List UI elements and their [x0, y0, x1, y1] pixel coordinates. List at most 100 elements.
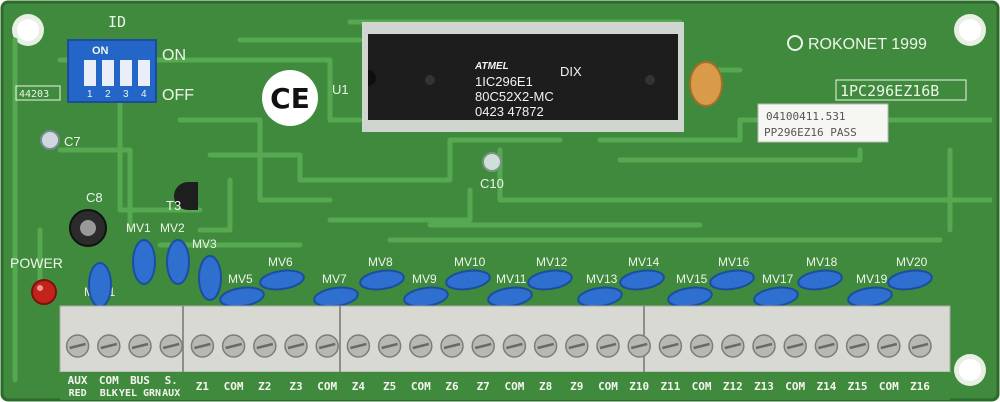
- terminal-label-10: Z4: [352, 380, 366, 393]
- terminal-label-2: COM: [99, 374, 119, 387]
- terminal-sublabel-4: AUX: [162, 388, 180, 399]
- terminal-label-1: AUX: [68, 374, 88, 387]
- screw-slot-11: [381, 342, 398, 350]
- screw-slot-23: [755, 342, 773, 350]
- capacitor-c10: C10: [480, 152, 504, 191]
- terminal-label-5: Z1: [196, 380, 210, 393]
- screw-slot-1: [69, 342, 86, 350]
- screw-slot-27: [880, 342, 898, 350]
- terminal-label-15: COM: [504, 380, 524, 393]
- terminal-label-16: Z8: [539, 380, 552, 393]
- screw-slot-20: [662, 342, 679, 350]
- terminal-label-26: Z15: [848, 380, 868, 393]
- varistor-label-mv18: MV18: [806, 255, 838, 269]
- terminal-label-8: Z3: [289, 380, 302, 393]
- svg-text:C8: C8: [86, 190, 103, 205]
- dip-on-text: ON: [92, 45, 109, 57]
- screw-slot-13: [443, 342, 461, 350]
- varistor-label-mv1: MV1: [126, 221, 151, 235]
- terminal-sublabel-3: YEL GRN: [119, 388, 161, 399]
- svg-text:04100411.531: 04100411.531: [766, 110, 845, 123]
- screw-slot-7: [256, 342, 274, 350]
- ce-mark: CE: [262, 70, 318, 126]
- screw-slot-14: [474, 342, 492, 350]
- screw-slot-26: [849, 342, 866, 350]
- id-label: ID: [108, 13, 126, 31]
- screw-slot-19: [630, 342, 648, 350]
- varistor-mv21: [88, 262, 112, 308]
- chip-line-3: 0423 47872: [475, 104, 544, 119]
- terminal-sublabel-2: BLK: [100, 388, 118, 399]
- capacitor-c8: C8: [69, 190, 107, 247]
- screw-slot-24: [786, 342, 804, 350]
- qa-sticker: 04100411.531 PP296EZ16 PASS: [757, 103, 889, 143]
- terminal-label-12: COM: [411, 380, 431, 393]
- screw-slot-18: [599, 342, 617, 350]
- varistor-label-mv8: MV8: [368, 255, 393, 269]
- varistor-label-mv3: MV3: [192, 237, 217, 251]
- power-led: [31, 279, 57, 305]
- copyright-icon: [787, 35, 803, 51]
- terminal-label-23: Z13: [754, 380, 774, 393]
- terminal-label-6: COM: [224, 380, 244, 393]
- terminal-label-28: Z16: [910, 380, 930, 393]
- screw-slot-16: [537, 342, 554, 350]
- varistor-mv1: [132, 239, 156, 285]
- varistor-label-mv11: MV11: [496, 272, 527, 286]
- dip-number-4: 4: [141, 89, 147, 100]
- screw-slot-17: [568, 342, 586, 350]
- copper-traces: [12, 19, 993, 383]
- terminal-label-22: Z12: [723, 380, 743, 393]
- dip-number-3: 3: [123, 89, 129, 100]
- varistor-mv20: [887, 269, 933, 291]
- svg-text:T3: T3: [166, 198, 181, 213]
- screw-slot-15: [506, 342, 523, 350]
- chip-brand: ATMEL: [474, 61, 509, 72]
- screw-slot-8: [287, 342, 305, 350]
- screw-slot-6: [225, 342, 242, 350]
- model-label: 1PC296EZ16B: [840, 82, 939, 100]
- varistor-label-mv2: MV2: [160, 221, 185, 235]
- varistor-mv10: [445, 269, 491, 291]
- screw-slot-4: [162, 342, 180, 350]
- screw-slot-10: [350, 342, 367, 350]
- screw-slot-22: [724, 342, 742, 350]
- terminal-label-24: COM: [785, 380, 805, 393]
- varistor-mv2: [166, 239, 190, 285]
- terminal-label-20: Z11: [660, 380, 680, 393]
- varistor-label-mv7: MV7: [322, 272, 347, 286]
- ceramic-capacitor: [689, 61, 723, 107]
- varistor-label-mv17: MV17: [762, 272, 794, 286]
- terminal-label-27: COM: [879, 380, 899, 393]
- varistor-label-mv6: MV6: [268, 255, 293, 269]
- terminal-label-4: S.: [165, 374, 178, 387]
- dip-switch[interactable]: ON 1 2 3 4: [67, 39, 157, 103]
- terminal-label-9: COM: [317, 380, 337, 393]
- board-code: 44203: [19, 89, 49, 100]
- capacitor-c7: C7: [40, 130, 81, 150]
- varistor-label-mv5: MV5: [228, 272, 253, 286]
- varistor-label-mv15: MV15: [676, 272, 708, 286]
- mounting-holes: [12, 14, 986, 386]
- varistor-label-mv19: MV19: [856, 272, 888, 286]
- varistor-mv18: [797, 269, 843, 291]
- microcontroller-chip: ATMEL 1IC296E1 80C52X2-MC 0423 47872 DIX: [362, 22, 684, 132]
- varistor-label-mv12: MV12: [536, 255, 568, 269]
- svg-text:CE: CE: [270, 82, 310, 115]
- svg-text:C10: C10: [480, 176, 504, 191]
- terminal-label-13: Z6: [445, 380, 459, 393]
- chip-line-1: 1IC296E1: [475, 74, 533, 89]
- varistor-label-mv10: MV10: [454, 255, 486, 269]
- terminal-label-strip: [60, 372, 950, 400]
- off-label: OFF: [162, 87, 194, 104]
- terminal-label-19: Z10: [629, 380, 649, 393]
- chip-dix: DIX: [560, 64, 582, 79]
- svg-text:C7: C7: [64, 134, 81, 149]
- u1-label: U1: [332, 82, 349, 97]
- screw-slot-21: [693, 342, 710, 350]
- terminal-label-25: Z14: [816, 380, 836, 393]
